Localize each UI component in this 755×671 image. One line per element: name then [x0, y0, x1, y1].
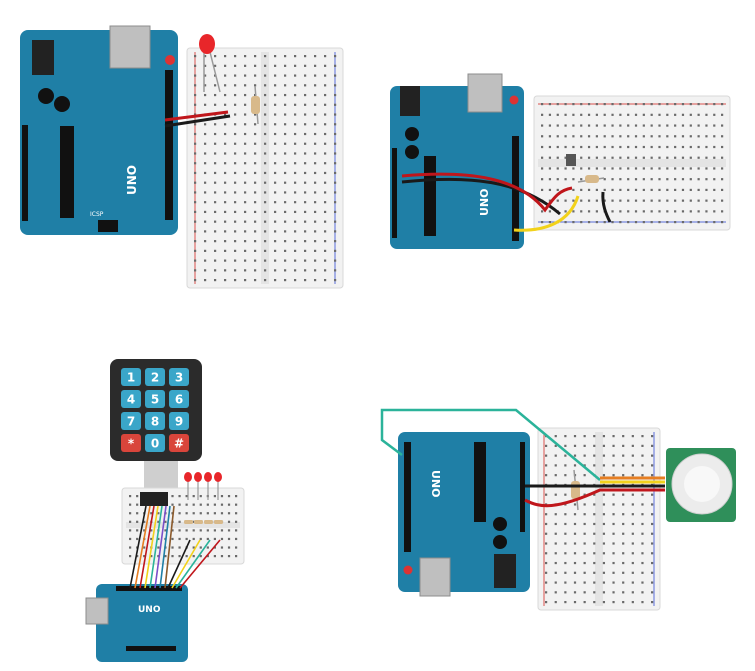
wire: [129, 505, 147, 589]
wire: [149, 505, 163, 589]
wire: [179, 539, 221, 589]
keypad-key-label: 1: [127, 371, 135, 385]
keypad-key[interactable]: 6: [169, 390, 189, 408]
board-logo: UNO: [429, 470, 442, 498]
led: [214, 472, 222, 500]
keypad-key-label: 0: [151, 437, 159, 451]
keypad-wires: [129, 505, 221, 589]
circuit-pir: UNO: [380, 408, 736, 611]
wire: [175, 539, 211, 589]
keypad-key[interactable]: 9: [169, 412, 189, 430]
keypad-key[interactable]: *: [121, 434, 141, 452]
wire: [134, 505, 151, 589]
resistor: [251, 85, 260, 125]
circuit-button: UNO: [390, 73, 731, 249]
board-logo: UNO: [138, 605, 161, 615]
push-button: [566, 154, 576, 166]
keypad-key[interactable]: 3: [169, 368, 189, 386]
arduino-board: UNO ICSP: [20, 25, 178, 235]
keypad-key[interactable]: #: [169, 434, 189, 452]
resistors: [184, 520, 223, 524]
keypad-key-label: 5: [151, 393, 159, 407]
resistor: [214, 520, 223, 524]
pir-sensor: [666, 448, 736, 522]
board-logo: UNO: [125, 165, 139, 195]
board-icsp-label: ICSP: [90, 211, 104, 218]
arduino-board: UNO: [390, 73, 524, 249]
keypad-key-label: #: [174, 437, 184, 451]
breadboard-holes: [194, 55, 337, 282]
wire-teal: [380, 408, 601, 481]
keypad-key-label: 2: [151, 371, 159, 385]
wire-black-2: [601, 191, 612, 223]
keypad-key[interactable]: 4: [121, 390, 141, 408]
keypad-key-label: 3: [175, 371, 183, 385]
wire: [154, 505, 167, 589]
circuit-keypad: 1 2 3 4 5 6 7 8 9 * 0 # UNO: [85, 359, 245, 662]
keypad-key[interactable]: 8: [145, 412, 165, 430]
keypad-key[interactable]: 7: [121, 412, 141, 430]
wire: [171, 539, 201, 589]
wire: [159, 505, 171, 589]
wire: [139, 505, 155, 589]
keypad-key-label: 8: [151, 415, 159, 429]
wire-yellow: [513, 195, 580, 232]
breadboard: [533, 95, 731, 231]
keypad-key-label: *: [128, 437, 135, 451]
keypad-key-label: 9: [175, 415, 183, 429]
resistor: [577, 175, 605, 183]
circuit-led: UNO ICSP: [20, 25, 344, 289]
keypad-key-label: 7: [127, 415, 135, 429]
resistor: [204, 520, 213, 524]
breadboard: [186, 47, 344, 289]
breadboard: [537, 427, 661, 611]
leds: [184, 472, 222, 500]
wire: [167, 539, 191, 589]
resistor: [194, 520, 203, 524]
led: [184, 472, 192, 500]
wire-black: [164, 114, 231, 128]
wire-red: [164, 110, 229, 122]
keypad-key-label: 6: [175, 393, 183, 407]
keypad-key[interactable]: 5: [145, 390, 165, 408]
led: [194, 472, 202, 500]
resistor: [184, 520, 193, 524]
keypad-key-label: 4: [127, 393, 135, 407]
wire: [164, 505, 175, 589]
chip: [140, 492, 168, 506]
wire-red: [401, 172, 573, 213]
led: [204, 472, 212, 500]
keypad-key[interactable]: 0: [145, 434, 165, 452]
board-logo: UNO: [478, 189, 491, 217]
arduino-board: UNO: [85, 584, 188, 662]
arduino-board: UNO: [398, 432, 530, 597]
wire-red: [524, 488, 665, 508]
keypad-key[interactable]: 2: [145, 368, 165, 386]
wire-black: [401, 177, 561, 216]
wire: [144, 505, 159, 589]
keypad-key[interactable]: 1: [121, 368, 141, 386]
led: [199, 34, 221, 93]
